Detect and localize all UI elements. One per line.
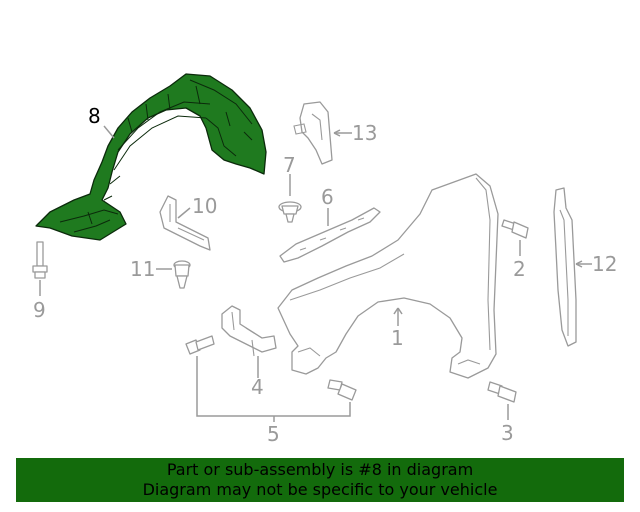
callout-5[interactable]: 5 — [267, 422, 280, 446]
part-5-bolt-right[interactable] — [327, 379, 357, 401]
part-6-seal[interactable] — [279, 207, 381, 263]
callout-1[interactable]: 1 — [391, 326, 404, 350]
part-9-bolt[interactable] — [32, 241, 48, 279]
part-3-bolt[interactable] — [487, 381, 517, 403]
callout-4[interactable]: 4 — [251, 375, 264, 399]
part-5-bolt-left[interactable] — [185, 335, 215, 355]
arrow-13 — [333, 129, 341, 137]
callout-8[interactable]: 8 — [88, 104, 101, 128]
part-1-fender[interactable] — [277, 173, 499, 379]
callout-10[interactable]: 10 — [192, 194, 217, 218]
arrow-1 — [393, 307, 403, 315]
part-10-bracket[interactable] — [159, 195, 211, 251]
callout-7[interactable]: 7 — [283, 153, 296, 177]
arrow-12 — [575, 260, 583, 268]
notice-line-1: Part or sub-assembly is #8 in diagram — [166, 460, 474, 479]
callout-13[interactable]: 13 — [352, 121, 377, 145]
leader-8 — [103, 125, 115, 139]
leader-5 — [196, 356, 351, 417]
part-4-bracket[interactable] — [221, 305, 277, 357]
callout-12[interactable]: 12 — [592, 252, 617, 276]
leader-10 — [177, 207, 191, 219]
part-11-push-clip[interactable] — [173, 260, 191, 289]
part-12-side-strip[interactable] — [553, 187, 577, 347]
callout-9[interactable]: 9 — [33, 298, 46, 322]
part-7-clip[interactable] — [278, 201, 302, 223]
callout-6[interactable]: 6 — [321, 185, 334, 209]
part-2-bolt[interactable] — [501, 219, 529, 239]
notice-line-2: Diagram may not be specific to your vehi… — [142, 480, 498, 499]
callout-11[interactable]: 11 — [130, 257, 155, 281]
callout-3[interactable]: 3 — [501, 421, 514, 445]
part-8-fender-liner[interactable] — [35, 73, 267, 241]
notice-banner: Part or sub-assembly is #8 in diagram Di… — [16, 458, 624, 502]
part-13-bracket[interactable] — [293, 101, 333, 165]
callout-2[interactable]: 2 — [513, 257, 526, 281]
